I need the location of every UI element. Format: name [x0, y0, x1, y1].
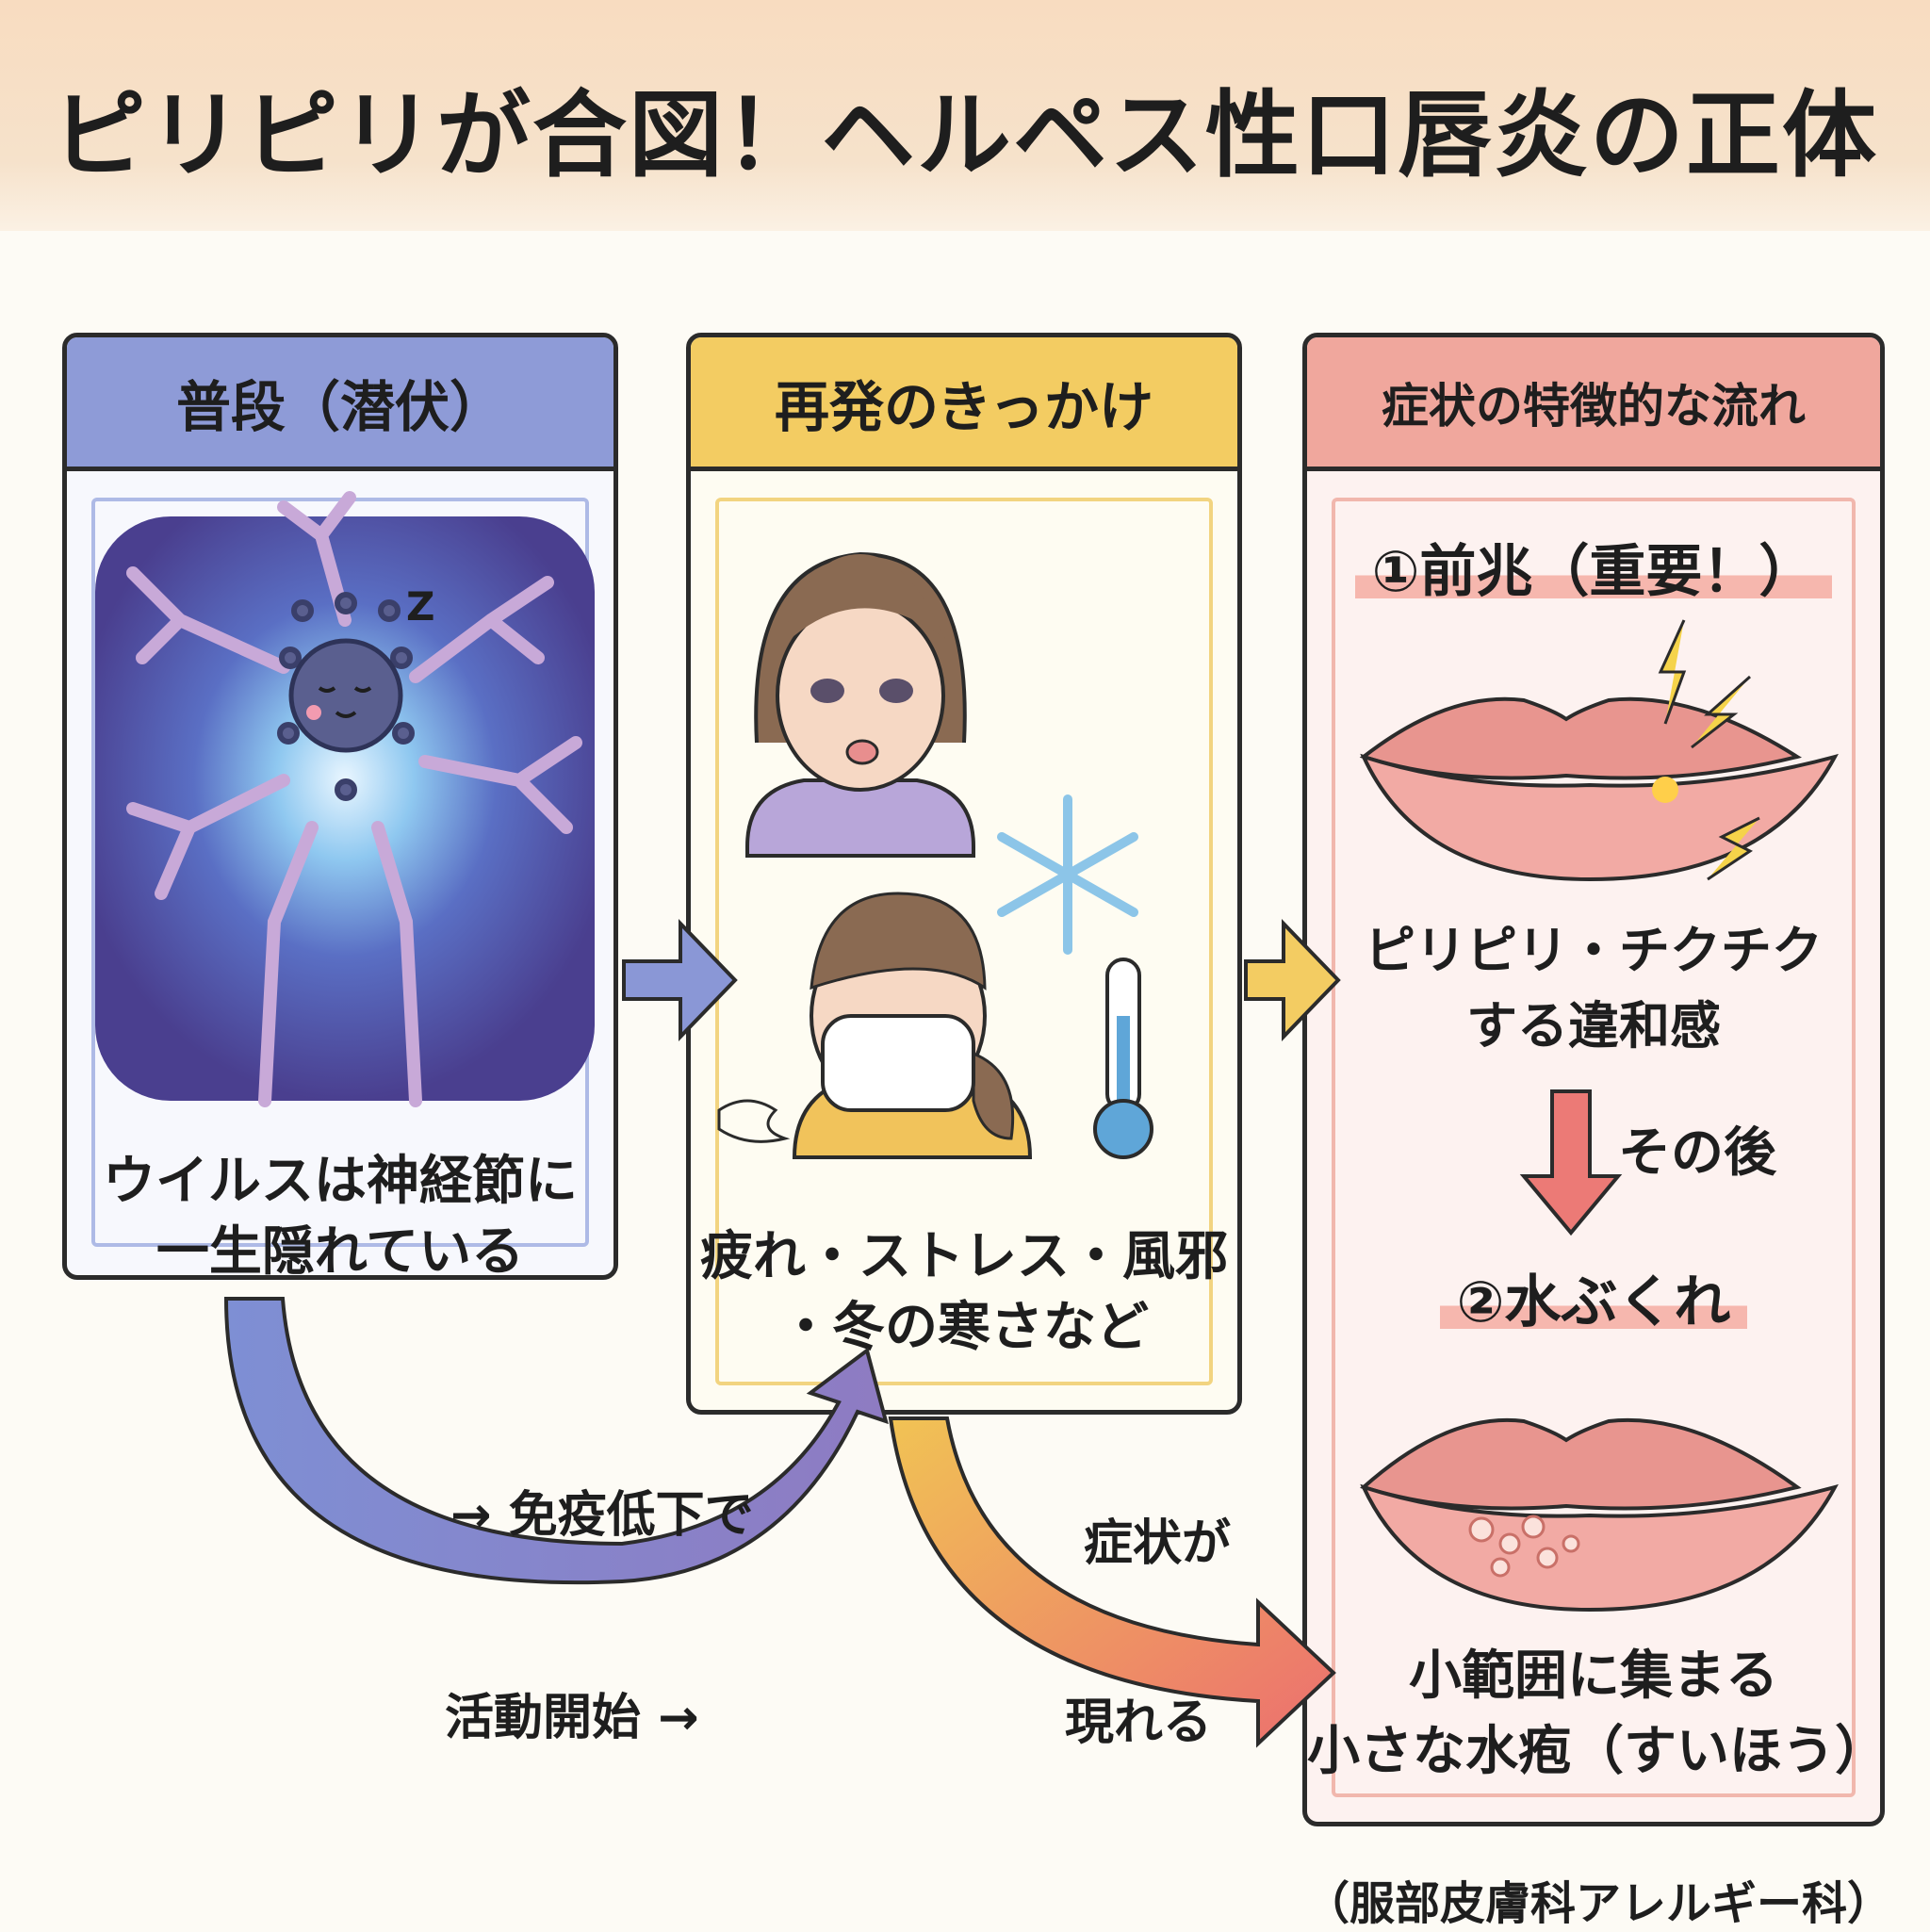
trigger-inner-frame — [715, 498, 1213, 1385]
neuron-illustration: Z — [95, 491, 595, 1107]
latent-text-line2: 一生隠れている — [155, 1221, 525, 1280]
down-arrow-icon — [1519, 1089, 1623, 1236]
step1-heading-text: ①前兆（重要！） — [1354, 539, 1833, 605]
snowflake-icon — [997, 794, 1138, 955]
face-mask-icon — [821, 1014, 975, 1112]
lips-illustrations — [1359, 619, 1839, 882]
thermometer-icon — [1093, 958, 1153, 1159]
curved-arrow-activation — [223, 1297, 889, 1585]
footer-credit: （服部皮膚科アレルギー科） — [1303, 1877, 1892, 1930]
step1-heading: ①前兆（重要！） — [1307, 526, 1880, 608]
sleep-z-mark: Z — [406, 583, 434, 630]
symptoms-inner-frame — [1332, 498, 1856, 1797]
page-title: ピリピリが合図！ヘルペス性口唇炎の正体 — [52, 80, 1878, 190]
tired-person-icon — [745, 551, 975, 858]
trigger-text-line2: ・冬の寒さなど — [779, 1297, 1149, 1358]
lips-blisters-illustration — [1360, 1417, 1839, 1613]
step2-heading-text: ②水ぶくれ — [1439, 1269, 1748, 1335]
step1-text-line1: ピリピリ・チクチク — [1365, 921, 1823, 980]
latent-panel: 普段（潜伏） — [62, 333, 618, 1280]
trigger-panel-header: 再発のきっかけ — [691, 337, 1237, 471]
arrow-trigger-to-symptoms — [1244, 919, 1341, 1041]
appear-label-line1: 症状が — [1084, 1515, 1232, 1572]
after-label: その後 — [1618, 1122, 1776, 1184]
appear-label-line2: 現れる — [1065, 1695, 1213, 1751]
trigger-panel: 再発のきっかけ 疲れ・ストレス・ — [686, 333, 1242, 1415]
latent-text-line1: ウイルスは神経節に — [103, 1151, 578, 1212]
lips-blisters-icon — [1360, 1417, 1839, 1613]
trigger-illustrations — [717, 551, 1153, 1159]
lips-tingling-icon — [1359, 619, 1839, 882]
activation-label: 活動開始 → — [445, 1690, 699, 1746]
immunity-label: → 免疫低下で — [450, 1487, 754, 1544]
step1-text-line2: する違和感 — [1466, 996, 1721, 1056]
arrow-latent-to-trigger — [622, 919, 738, 1041]
trigger-text-line1: 疲れ・ストレス・風邪 — [700, 1226, 1228, 1287]
curved-arrow-symptoms — [888, 1416, 1336, 1748]
neuron-dendrites — [126, 491, 582, 1107]
neuron-background — [95, 516, 595, 1101]
virus-character — [277, 592, 415, 801]
title-band — [0, 0, 1930, 231]
sick-child-icon — [717, 892, 1033, 1159]
symptoms-panel: 症状の特徴的な流れ ①前兆（重要！） ピリピリ・チクチク する違和感 その後 ②… — [1302, 333, 1885, 1826]
cough-puff-icon — [717, 1099, 791, 1143]
symptoms-panel-header: 症状の特徴的な流れ — [1307, 337, 1880, 471]
step2-text-line2: 小さな水疱（すいほう） — [1307, 1721, 1885, 1782]
latent-panel-header: 普段（潜伏） — [67, 337, 613, 471]
step2-text-line1: 小範囲に集まる — [1409, 1645, 1778, 1707]
step2-heading: ②水ぶくれ — [1307, 1256, 1880, 1338]
